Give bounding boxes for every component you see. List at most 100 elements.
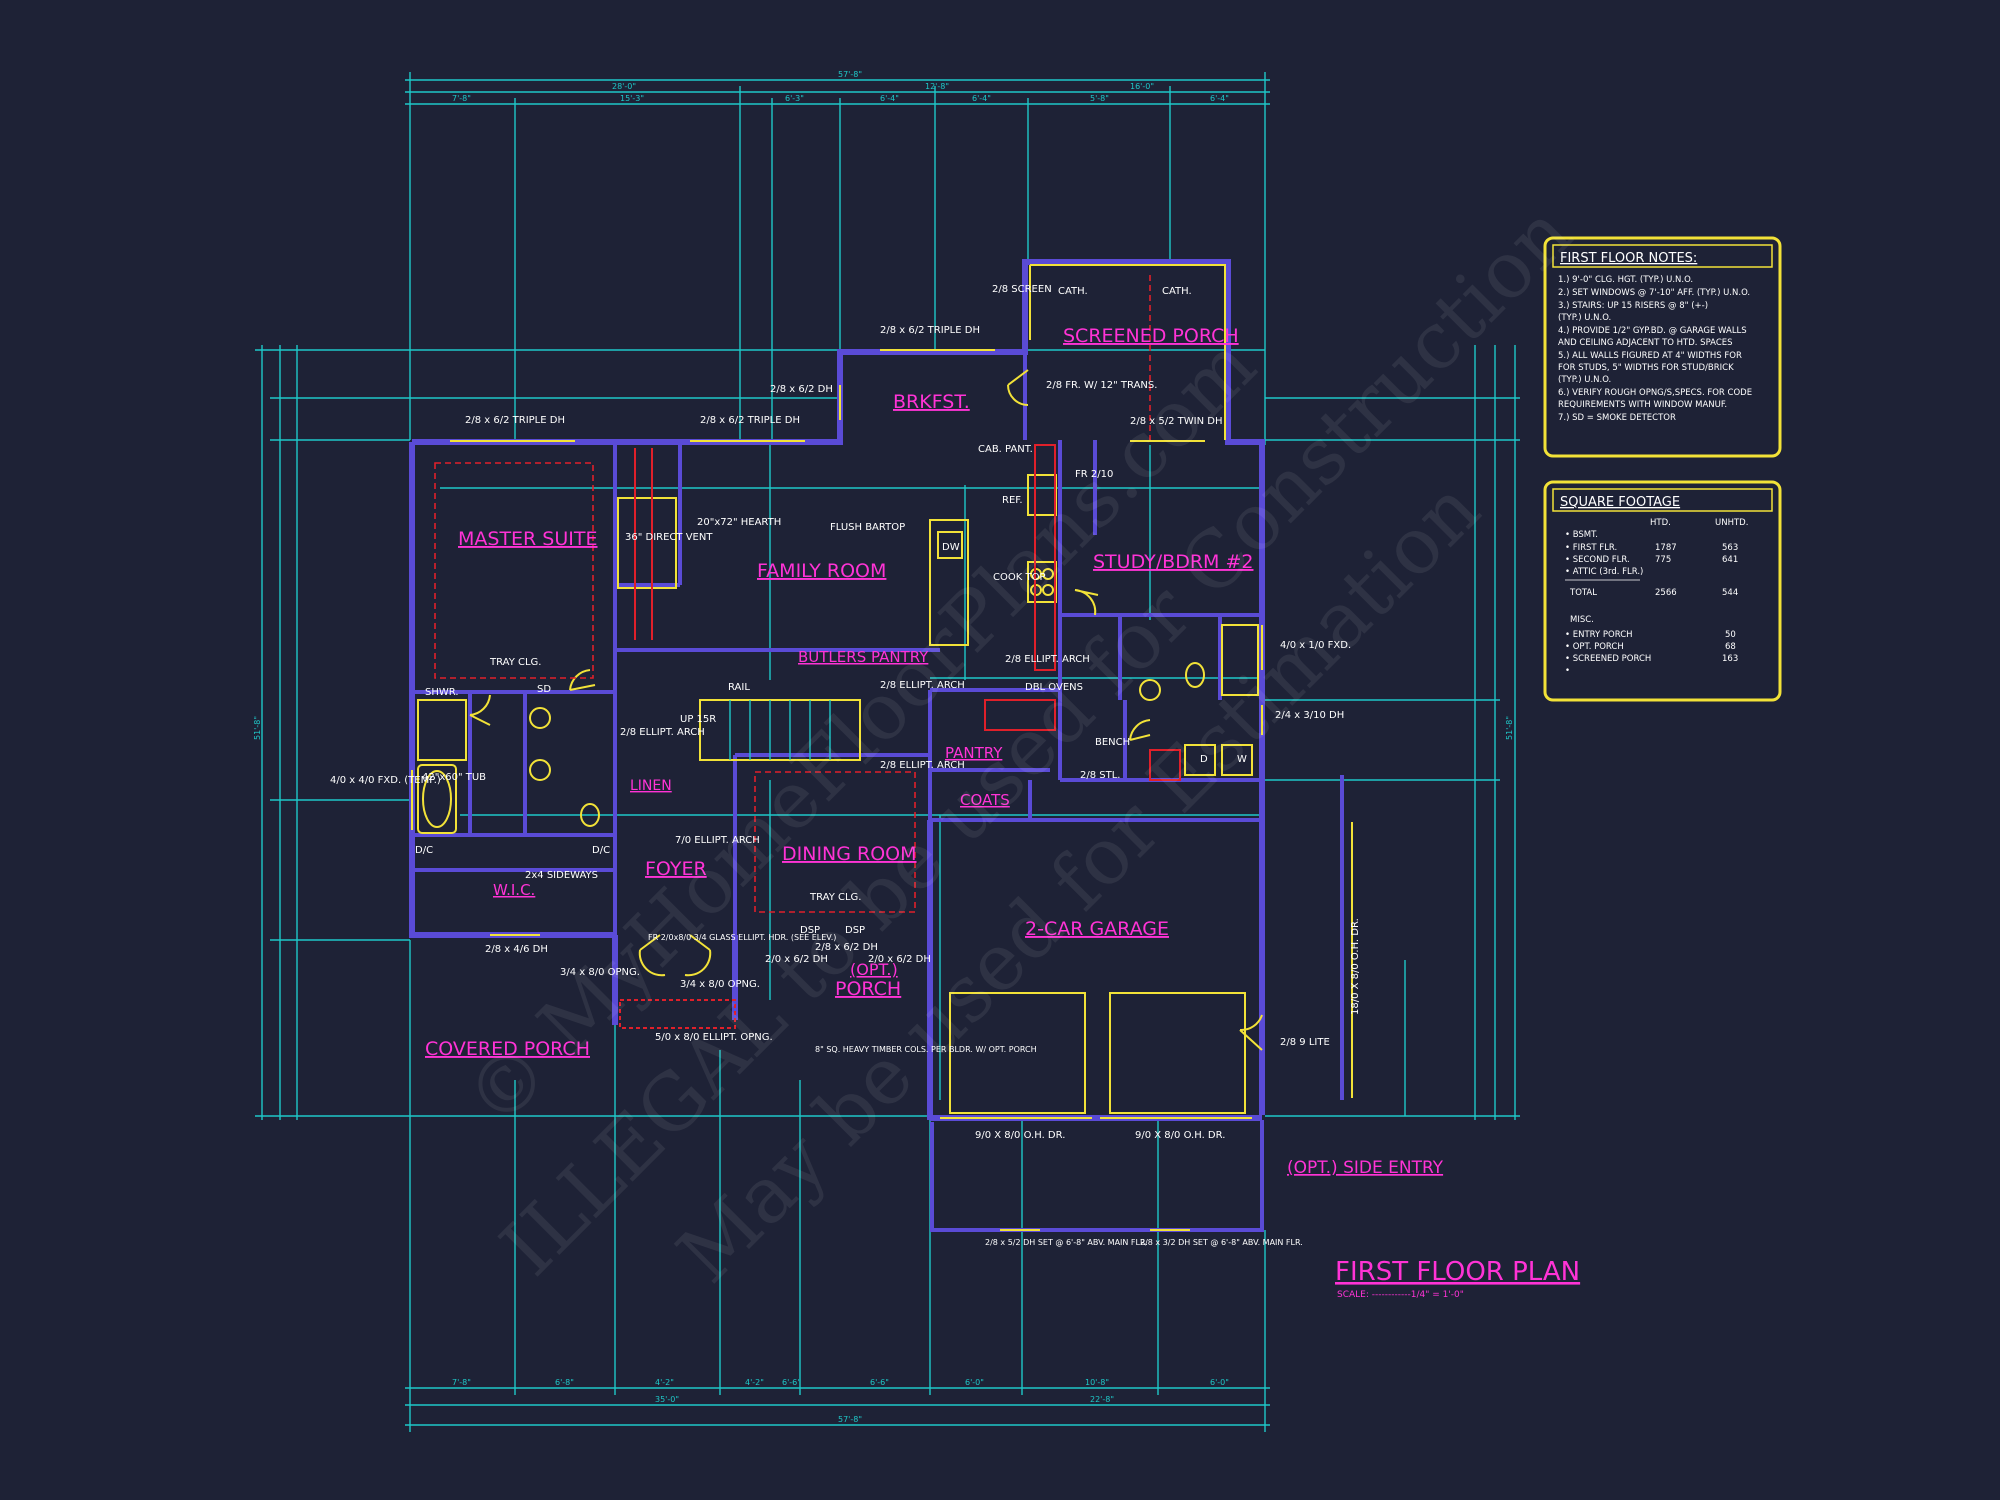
sqft-misc-opt-val: 68 — [1725, 642, 1736, 652]
label-window-triple-1: 2/8 x 6/2 TRIPLE DH — [465, 415, 565, 426]
dim-bottom-d7: 6'-0" — [965, 1378, 984, 1387]
room-labels: MASTER SUITE FAMILY ROOM BRKFST. SCREENE… — [425, 325, 1444, 1178]
note-7: 7.) SD = SMOKE DETECTOR — [1558, 413, 1676, 423]
dim-bottom-d5: 6'-6" — [782, 1378, 801, 1387]
note-5b: FOR STUDS, 5" WIDTHS FOR STUD/BRICK — [1558, 363, 1734, 373]
label-dsp-1: DSP — [800, 925, 820, 936]
dim-bottom-d3: 4'-2" — [655, 1378, 674, 1387]
note-2: 2.) SET WINDOWS @ 7'-10" AFF. (TYP.) U.N… — [1558, 288, 1750, 298]
sqft-misc-screened: • SCREENED PORCH — [1565, 654, 1651, 664]
label-up: UP 15R — [680, 714, 716, 725]
room-coats: COATS — [960, 791, 1010, 809]
sqft-row-second-unhtd: 641 — [1722, 555, 1738, 565]
note-4b: AND CEILING ADJACENT TO HTD. SPACES — [1558, 338, 1733, 348]
interior-walls — [412, 352, 1262, 935]
sqft-row-second: • SECOND FLR. — [1565, 555, 1630, 565]
sqft-misc-entry: • ENTRY PORCH — [1565, 630, 1633, 640]
watermark-line-2: ILLEGAL to be used for Construction — [484, 188, 1589, 1293]
label-cooktop: COOK TOP — [993, 572, 1045, 583]
label-cab-pant: CAB. PANT. — [978, 444, 1033, 455]
label-cath-1: CATH. — [1058, 286, 1088, 297]
room-covered-porch: COVERED PORCH — [425, 1038, 590, 1060]
dimension-texts: 57'-8" 28'-0" 12'-8" 16'-0" 7'-8" 15'-3"… — [253, 70, 1514, 1424]
label-window-fxd: 4/0 x 1/0 FXD. — [1280, 640, 1351, 651]
sqft-col-unhtd: UNHTD. — [1715, 518, 1748, 528]
fixtures — [411, 264, 1353, 1231]
dim-top-c: 16'-0" — [1130, 82, 1154, 91]
label-window-46dh: 2/8 x 4/6 DH — [485, 944, 548, 955]
label-ohd-1: 9/0 X 8/0 O.H. DR. — [975, 1130, 1065, 1141]
label-shwr: SHWR. — [425, 687, 459, 698]
room-opt-porch-2: PORCH — [835, 978, 901, 1000]
label-fr210: FR 2/10 — [1075, 469, 1113, 480]
dim-top-b: 12'-8" — [925, 82, 949, 91]
sqft-row-first: • FIRST FLR. — [1565, 543, 1617, 553]
dim-top-overall: 57'-8" — [838, 70, 862, 79]
dim-right-overall: 51'-8" — [1505, 716, 1514, 740]
label-timber: 8" SQ. HEAVY TIMBER COLS. PER BLDR. W/ O… — [815, 1045, 1037, 1054]
label-tray-clg-2: TRAY CLG. — [809, 892, 861, 903]
sqft-title: SQUARE FOOTAGE — [1560, 495, 1680, 510]
label-tub: 42"x60" TUB — [422, 772, 486, 783]
note-4: 4.) PROVIDE 1/2" GYP.BD. @ GARAGE WALLS — [1558, 326, 1747, 336]
room-screened-porch: SCREENED PORCH — [1063, 325, 1239, 347]
label-ellipt-arch-2: 2/8 ELLIPT. ARCH — [880, 680, 965, 691]
label-ohd-2: 9/0 X 8/0 O.H. DR. — [1135, 1130, 1225, 1141]
note-3: 3.) STAIRS: UP 15 RISERS @ 8" (+-) — [1558, 301, 1708, 311]
label-window-62dh: 2/8 x 6/2 DH — [770, 384, 833, 395]
dim-top-d6: 5'-8" — [1090, 94, 1109, 103]
room-pantry: PANTRY — [945, 744, 1003, 762]
sqft-row-first-unhtd: 563 — [1722, 543, 1738, 553]
label-window-twin: 2/8 x 5/2 TWIN DH — [1130, 416, 1222, 427]
sqft-total-unhtd: 544 — [1722, 588, 1738, 598]
room-foyer: FOYER — [645, 858, 707, 880]
label-cath-2: CATH. — [1162, 286, 1192, 297]
label-direct-vent: 36" DIRECT VENT — [625, 532, 713, 543]
label-washer: W — [1237, 754, 1247, 765]
label-window-dh-c: 2/0 x 6/2 DH — [868, 954, 931, 965]
red-accents — [434, 275, 1181, 1029]
room-dining-room: DINING ROOM — [782, 843, 917, 865]
label-screen: 2/8 SCREEN — [992, 284, 1052, 295]
annotation-labels: 2/8 x 6/2 TRIPLE DH 2/8 x 6/2 TRIPLE DH … — [330, 284, 1361, 1247]
room-garage: 2-CAR GARAGE — [1025, 918, 1169, 940]
label-fr-glass: FR 2/0x8/0 3/4 GLASS ELLIPT. HDR. (SEE E… — [648, 933, 836, 942]
sqft-row-first-htd: 1787 — [1655, 543, 1677, 553]
label-dsp-2: DSP — [845, 925, 865, 936]
first-floor-notes-panel: FIRST FLOOR NOTES: 1.) 9'-0" CLG. HGT. (… — [1543, 236, 1782, 458]
label-opng-2: 3/4 x 8/0 OPNG. — [680, 979, 760, 990]
dim-bottom-d2: 6'-8" — [555, 1378, 574, 1387]
sqft-total-htd: 2566 — [1655, 588, 1677, 598]
sqft-row-attic: • ATTIC (3rd. FLR.) — [1565, 567, 1643, 577]
label-rail: RAIL — [728, 682, 750, 693]
note-1: 1.) 9'-0" CLG. HGT. (TYP.) U.N.O. — [1558, 275, 1693, 285]
label-dw: DW — [942, 542, 960, 553]
plan-title: FIRST FLOOR PLAN SCALE: ------------1/4"… — [1335, 1257, 1580, 1300]
note-5c: (TYP.) U.N.O. — [1558, 375, 1611, 385]
room-butlers-pantry: BUTLERS PANTRY — [798, 648, 929, 666]
room-family-room: FAMILY ROOM — [757, 560, 886, 582]
sqft-misc-blank: • — [1565, 666, 1570, 676]
dim-top-d7: 6'-4" — [1210, 94, 1229, 103]
plan-title-text: FIRST FLOOR PLAN — [1335, 1257, 1580, 1287]
room-opt-porch-1: (OPT.) — [850, 960, 898, 979]
sqft-row-second-htd: 775 — [1655, 555, 1671, 565]
sqft-total-label: TOTAL — [1569, 588, 1597, 598]
label-window-garage-1: 2/8 x 5/2 DH SET @ 6'-8" ABV. MAIN FLR. — [985, 1238, 1148, 1247]
dim-top-d3: 6'-3" — [785, 94, 804, 103]
label-window-triple-2: 2/8 x 6/2 TRIPLE DH — [700, 415, 800, 426]
dim-top-d5: 6'-4" — [972, 94, 991, 103]
room-wic: W.I.C. — [493, 881, 535, 899]
sqft-misc-label: MISC. — [1570, 615, 1594, 625]
note-6b: REQUIREMENTS WITH WINDOW MANUF. — [1558, 400, 1727, 410]
label-ellipt-arch-4: 2/8 ELLIPT. ARCH — [880, 760, 965, 771]
label-window-dh-a: 2/0 x 6/2 DH — [765, 954, 828, 965]
label-window-dh-b: 2/8 x 6/2 DH — [815, 942, 878, 953]
notes-title: FIRST FLOOR NOTES: — [1560, 251, 1697, 266]
dim-bottom-d9: 6'-0" — [1210, 1378, 1229, 1387]
label-fr-trans: 2/8 FR. W/ 12" TRANS. — [1046, 380, 1157, 391]
label-ref: REF. — [1002, 495, 1023, 506]
label-dc-1: D/C — [415, 845, 433, 856]
label-ohd-side: 18/0 X 8/0 O.H. DR. — [1350, 918, 1361, 1015]
